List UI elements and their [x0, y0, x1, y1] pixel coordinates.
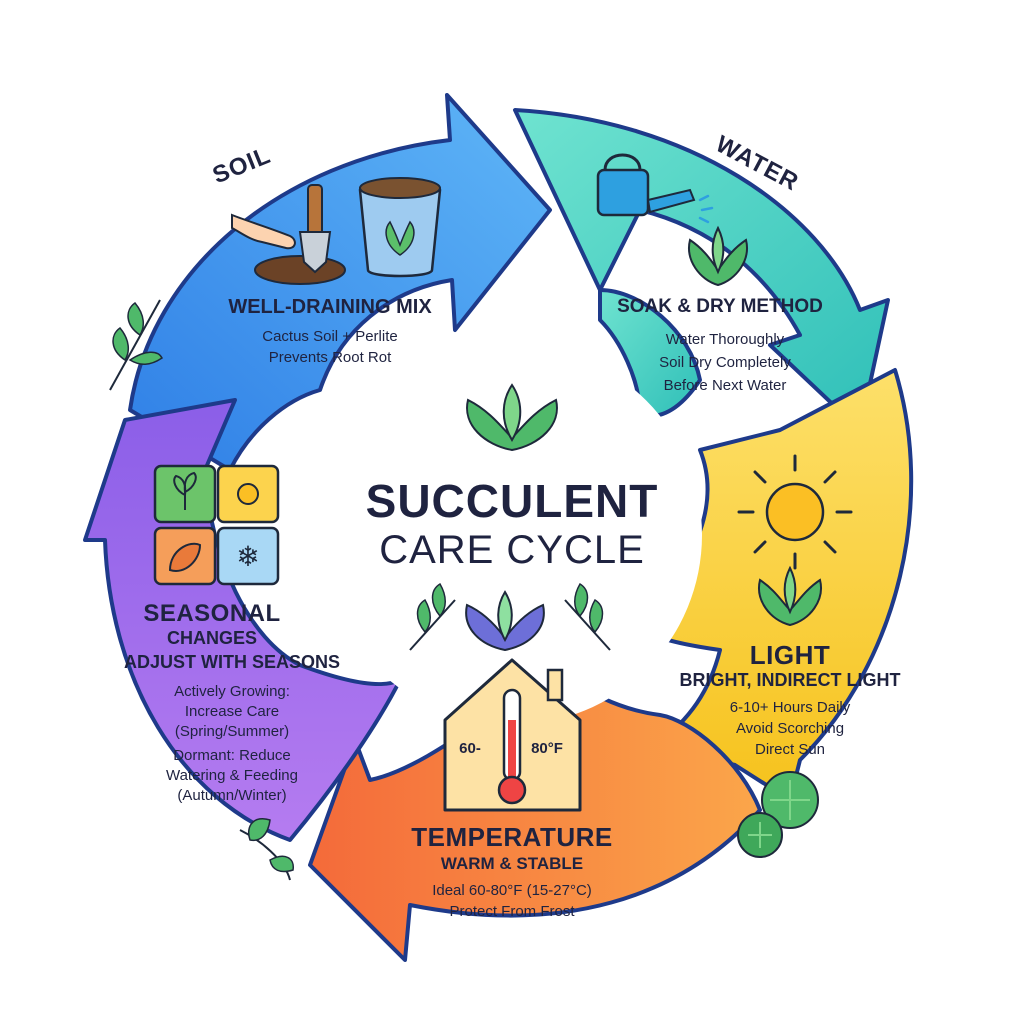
seasonal-body-line: Watering & Feeding — [165, 767, 298, 784]
soil-body-line: Cactus Soil + Perlite — [262, 328, 398, 345]
succulent-icon — [688, 225, 748, 287]
leaf-sprig-icon — [239, 818, 294, 881]
seasonal-label-line2: CHANGES — [166, 628, 257, 648]
light-body-line: Direct Sun — [754, 741, 826, 758]
leaf-sprig-icon — [109, 299, 163, 391]
succulent-icon — [737, 771, 819, 858]
soil-heading: WELL-DRAINING MIX — [228, 296, 432, 318]
thermo-low-label: 60- — [459, 740, 481, 757]
seasonal-label: SEASONAL — [143, 600, 281, 627]
leaf-sprig-icon — [409, 582, 456, 651]
succulent-icon — [465, 590, 545, 652]
light-label: LIGHT — [749, 640, 831, 670]
succulent-icon — [758, 565, 822, 627]
temperature-heading: WARM & STABLE — [440, 854, 584, 873]
seasonal-body-line: (Autumn/Winter) — [177, 787, 287, 804]
leaf-sprig-icon — [564, 582, 611, 651]
light-heading: BRIGHT, INDIRECT LIGHT — [679, 670, 901, 690]
water-body-line: Before Next Water — [663, 377, 787, 394]
seasonal-body-line: Dormant: Reduce — [173, 747, 291, 764]
light-body-line: 6-10+ Hours Daily — [729, 699, 851, 716]
light-body-line: Avoid Scorching — [735, 720, 845, 737]
light-body: 6-10+ Hours Daily Avoid Scorching Direct… — [690, 697, 890, 760]
page-subtitle: CARE CYCLE — [379, 528, 645, 572]
water-body-line: Water Thoroughly — [665, 331, 785, 348]
temperature-body-line: Ideal 60-80°F (15-27°C) — [432, 882, 592, 899]
temperature-body: Ideal 60-80°F (15-27°C) Protect From Fro… — [362, 880, 662, 922]
temperature-label: TEMPERATURE — [411, 822, 613, 852]
succulent-icon — [466, 383, 558, 452]
water-heading: SOAK & DRY METHOD — [617, 296, 823, 317]
soil-body: Cactus Soil + Perlite Prevents Root Rot — [180, 326, 480, 368]
hand-trowel-icon — [231, 184, 346, 285]
soil-body-line: Prevents Root Rot — [268, 349, 392, 366]
seasonal-body: Actively Growing: Increase Care (Spring/… — [132, 682, 332, 806]
seasonal-body-line: Increase Care — [184, 703, 280, 720]
watering-can-icon — [596, 153, 714, 224]
water-body: Water Thoroughly Soil Dry Completely Bef… — [600, 328, 850, 397]
temperature-body-line: Protect From Frost — [449, 903, 575, 920]
svg-text:❄: ❄ — [236, 540, 259, 573]
soil-segment — [128, 93, 552, 472]
water-body-line: Soil Dry Completely — [659, 354, 791, 371]
center-circle — [322, 345, 702, 725]
seasonal-heading: ADJUST WITH SEASONS — [123, 652, 341, 672]
sun-icon — [737, 454, 853, 570]
seasonal-body-line: (Spring/Summer) — [174, 723, 290, 740]
soil-bag-icon — [358, 177, 442, 278]
thermo-high-label: 80°F — [531, 740, 563, 757]
seasons-grid-icon: ❄ — [153, 464, 280, 586]
page-title: SUCCULENT — [365, 475, 659, 527]
thermometer-house-icon — [443, 658, 582, 812]
seasonal-body-line: Actively Growing: — [174, 683, 290, 700]
